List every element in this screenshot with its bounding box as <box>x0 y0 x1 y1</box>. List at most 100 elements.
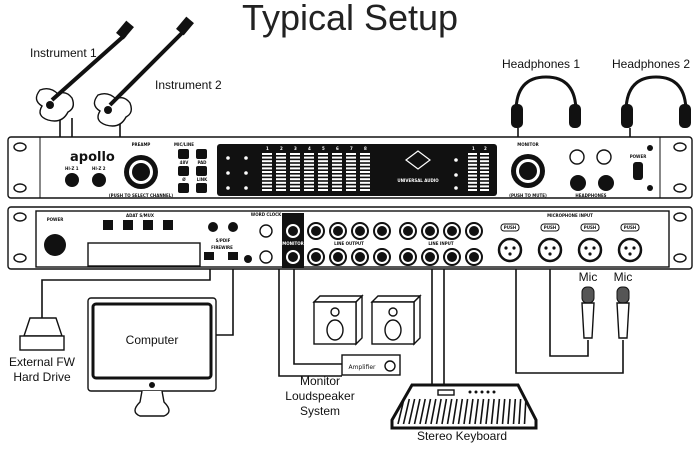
xlr-pin <box>504 246 508 250</box>
meter-segment <box>480 181 489 184</box>
power-switch[interactable] <box>633 162 643 180</box>
meter-segment <box>332 178 342 181</box>
power-inlet[interactable] <box>44 234 66 256</box>
meter-segment <box>468 178 477 181</box>
adat-port[interactable] <box>103 220 113 230</box>
firewire-port-2[interactable] <box>228 252 238 260</box>
diagram-title: Typical Setup <box>242 0 458 38</box>
meter-segment <box>360 153 370 155</box>
meter-segment <box>468 171 477 173</box>
rear-monitor-label: MONITOR <box>282 241 303 246</box>
keyboard-key <box>512 398 517 425</box>
adat-port[interactable] <box>143 220 153 230</box>
link-button[interactable] <box>196 183 207 193</box>
keyboard-key <box>485 398 490 425</box>
xlr-mic-input[interactable] <box>537 237 563 263</box>
phase-button[interactable] <box>178 183 189 193</box>
headphone-1-jack[interactable] <box>570 175 586 191</box>
meter-segment <box>346 171 356 173</box>
xlr-pin <box>512 246 516 250</box>
xlr-mic-input[interactable] <box>497 237 523 263</box>
adat-port[interactable] <box>163 220 173 230</box>
push-release-tab[interactable] <box>500 223 520 232</box>
jack-socket <box>288 226 298 236</box>
meter-segment <box>346 167 356 170</box>
xlr-pin <box>592 246 596 250</box>
jack-socket <box>333 252 343 262</box>
pad-button[interactable] <box>196 166 207 176</box>
meter-segment <box>360 156 370 159</box>
meter-segment <box>360 167 370 170</box>
meter-channel-label: 7 <box>350 146 353 151</box>
push-release-tab[interactable] <box>540 223 560 232</box>
meter-segment <box>468 174 477 177</box>
lowcut-button[interactable] <box>196 149 207 159</box>
link-label: LINK <box>197 177 208 182</box>
keyboard-key <box>523 398 527 425</box>
monitor-hint: (PUSH TO MUTE) <box>509 193 547 198</box>
meter-segment <box>290 178 300 181</box>
instrument-2-label: Instrument 2 <box>155 78 222 92</box>
meter-segment <box>468 185 477 188</box>
firewire-port-1[interactable] <box>204 252 214 260</box>
meter-segment <box>290 163 300 166</box>
meter-segment <box>276 189 286 191</box>
push-release-tab[interactable] <box>580 223 600 232</box>
meter-channel-label: 1 <box>266 146 269 151</box>
keyboard-button <box>492 390 496 394</box>
spdif-out-jack[interactable] <box>208 222 218 232</box>
meter-segment <box>318 167 328 170</box>
meter-segment <box>304 167 314 170</box>
jack-socket <box>377 252 387 262</box>
meter-segment <box>346 160 356 163</box>
meter-segment <box>346 163 356 166</box>
adat-port[interactable] <box>123 220 133 230</box>
keyboard-key <box>419 398 426 425</box>
meter-segment <box>262 185 272 188</box>
keyboard-label: Stereo Keyboard <box>417 429 507 443</box>
meter-segment <box>262 174 272 177</box>
stereo-keyboard-icon <box>390 383 538 430</box>
hiz2-jack[interactable] <box>92 173 106 187</box>
xlr-mic-input[interactable] <box>577 237 603 263</box>
meter-segment <box>304 153 314 155</box>
computer-label: Computer <box>126 333 179 347</box>
meter-segment <box>346 156 356 159</box>
word-clock-out[interactable] <box>259 224 273 238</box>
mic-line-button[interactable] <box>178 149 189 159</box>
hiz1-jack[interactable] <box>65 173 79 187</box>
headphone-2-jack[interactable] <box>598 175 614 191</box>
meter-segment <box>332 163 342 166</box>
keyboard-key <box>402 398 411 425</box>
meter-segment <box>360 189 370 191</box>
meter-segment <box>290 160 300 163</box>
meter-segment <box>262 153 272 155</box>
push-release-tab[interactable] <box>620 223 640 232</box>
jack-socket <box>288 252 298 262</box>
meter-segment <box>276 174 286 177</box>
headphone-1-volume-knob[interactable] <box>569 149 585 165</box>
meter-segment <box>318 185 328 188</box>
amplifier-icon <box>341 354 401 376</box>
meter-segment <box>360 181 370 184</box>
keyboard-key <box>413 398 421 425</box>
jack-socket <box>403 226 413 236</box>
keyboard-key <box>446 398 453 425</box>
status-led <box>244 156 248 160</box>
xlr-mic-input[interactable] <box>617 237 643 263</box>
speaker-right-icon <box>370 294 422 346</box>
phantom-button[interactable] <box>178 166 189 176</box>
status-led <box>454 173 458 177</box>
push-label: PUSH <box>504 225 516 230</box>
headphone-2-volume-knob[interactable] <box>596 149 612 165</box>
word-clock-in[interactable] <box>259 250 273 264</box>
meter-segment <box>468 160 477 163</box>
spdif-in-jack[interactable] <box>228 222 238 232</box>
meter-segment <box>480 189 489 191</box>
meter-segment <box>276 153 286 155</box>
preamp-hint: (PUSH TO SELECT CHANNEL) <box>109 193 173 198</box>
keyboard-key <box>468 398 474 425</box>
monitor-right-cable <box>293 258 342 365</box>
keyboard-key <box>479 398 485 425</box>
meter-segment <box>332 171 342 173</box>
